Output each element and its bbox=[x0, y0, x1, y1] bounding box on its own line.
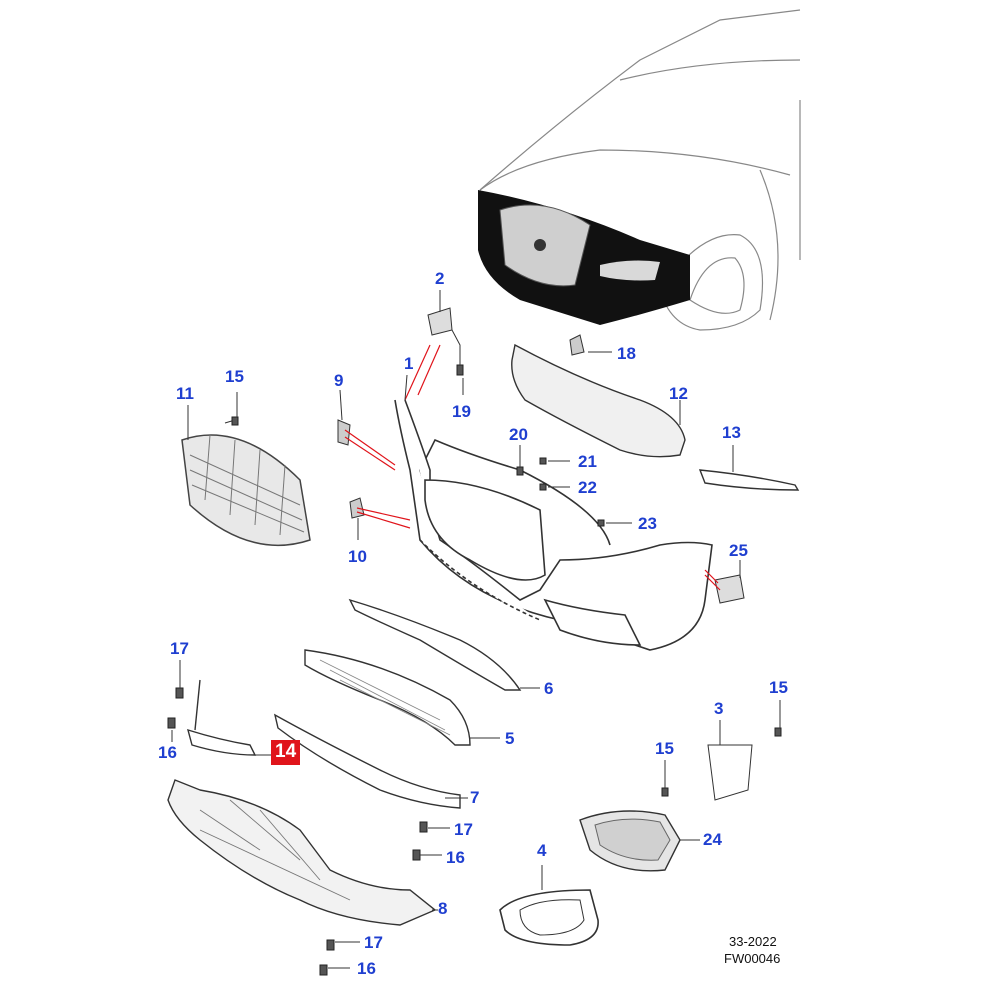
callout-8: 8 bbox=[438, 899, 448, 918]
callout-17-bottom: 17 bbox=[364, 933, 383, 952]
callout-24: 24 bbox=[703, 830, 722, 849]
callout-15-lower: 15 bbox=[655, 739, 674, 758]
absorber-part-12 bbox=[511, 343, 686, 458]
callout-1: 1 bbox=[404, 354, 414, 373]
red-leader-lines bbox=[344, 344, 721, 591]
callout-23: 23 bbox=[638, 514, 657, 533]
callout-9: 9 bbox=[334, 371, 344, 390]
callout-6: 6 bbox=[544, 679, 554, 698]
undertray-part-8 bbox=[167, 779, 437, 926]
splitter-part-7 bbox=[273, 713, 461, 809]
bracket-part-3 bbox=[707, 744, 753, 801]
lower-trim-part-6 bbox=[348, 598, 522, 691]
callout-21: 21 bbox=[578, 452, 597, 471]
callout-2: 2 bbox=[435, 269, 445, 288]
clip-part-18 bbox=[569, 334, 585, 356]
bracket-part-13 bbox=[698, 469, 800, 491]
bezel-part-4 bbox=[499, 889, 599, 946]
callout-22: 22 bbox=[578, 478, 597, 497]
bracket-part-14 bbox=[186, 679, 257, 756]
diagram-date-code: 33-2022 bbox=[729, 934, 777, 949]
callout-4: 4 bbox=[537, 841, 547, 860]
callout-17-middle: 17 bbox=[454, 820, 473, 839]
callout-10: 10 bbox=[348, 547, 367, 566]
callout-18: 18 bbox=[617, 344, 636, 363]
callout-17-left: 17 bbox=[170, 639, 189, 658]
sensor-part-25 bbox=[714, 574, 745, 604]
callout-15-grille: 15 bbox=[225, 367, 244, 386]
callout-20: 20 bbox=[509, 425, 528, 444]
callout-11: 11 bbox=[176, 384, 194, 403]
car-front-highlight bbox=[478, 190, 690, 325]
callout-16-bottom: 16 bbox=[357, 959, 376, 978]
grille-part-24 bbox=[579, 810, 681, 872]
grille-part-11 bbox=[181, 419, 311, 547]
callout-25: 25 bbox=[729, 541, 748, 560]
diagram-reference-code: FW00046 bbox=[724, 951, 781, 966]
bracket-part-2 bbox=[427, 307, 453, 336]
callout-13: 13 bbox=[722, 423, 741, 442]
car-illustration bbox=[479, 9, 801, 331]
lower-grille-part-5 bbox=[304, 649, 471, 746]
callout-12: 12 bbox=[669, 384, 688, 403]
callout-5: 5 bbox=[505, 729, 515, 748]
callout-15-right: 15 bbox=[769, 678, 788, 697]
callout-16-left: 16 bbox=[158, 743, 177, 762]
callout-14-highlighted: 14 bbox=[271, 740, 301, 765]
callout-3: 3 bbox=[714, 699, 724, 718]
leader-lines bbox=[171, 290, 781, 969]
callout-7: 7 bbox=[470, 788, 480, 807]
callout-16-middle: 16 bbox=[446, 848, 465, 867]
bumper-part-1 bbox=[394, 399, 713, 651]
callout-19: 19 bbox=[452, 402, 471, 421]
